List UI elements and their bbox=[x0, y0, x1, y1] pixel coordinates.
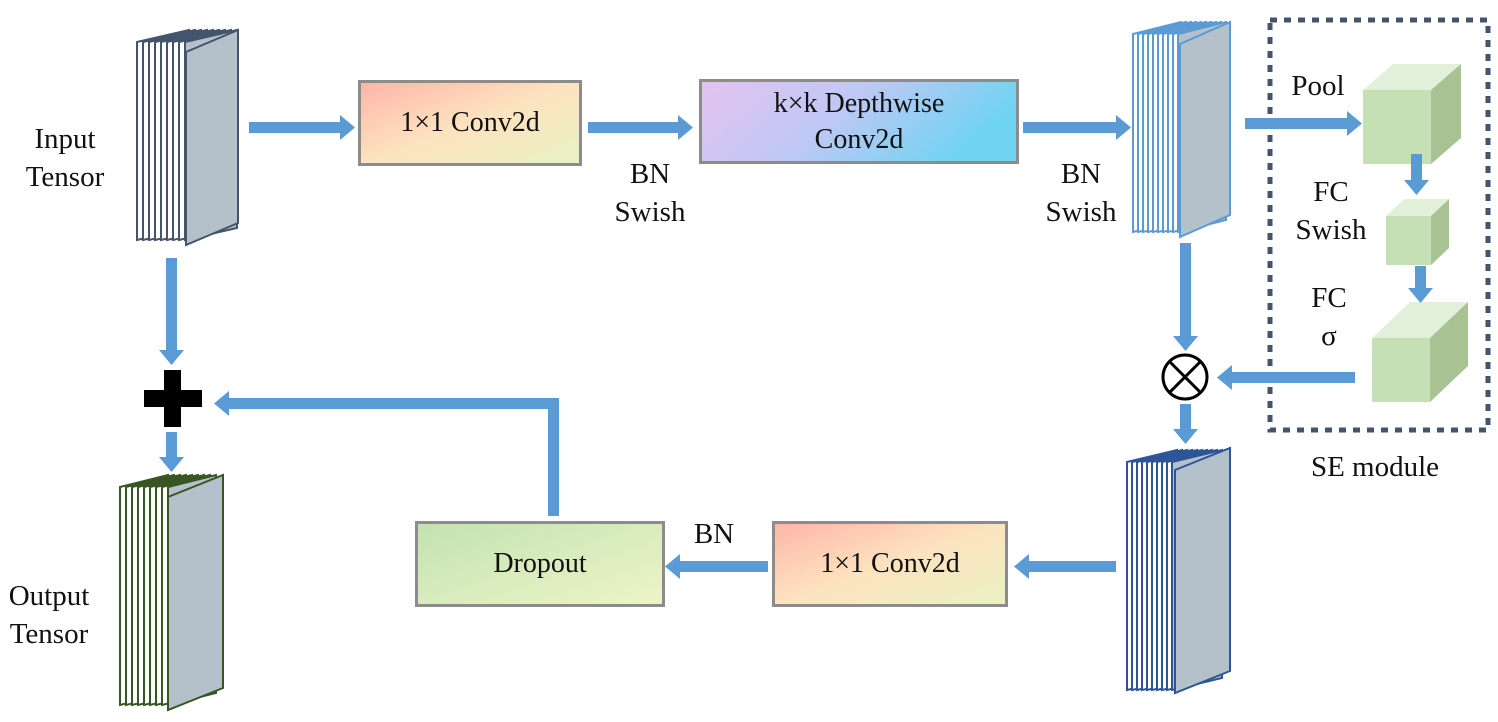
arrow-tensor-to-pool bbox=[1245, 111, 1362, 136]
output-tensor-label-line2: Tensor bbox=[9, 618, 89, 650]
multiply-circle-icon bbox=[1161, 353, 1209, 401]
output-tensor-label: Output Tensor bbox=[0, 577, 98, 653]
bn-swish-2-line2: Swish bbox=[1045, 196, 1117, 228]
se-module-border bbox=[1267, 17, 1491, 433]
depthwise-label-line1: k×k Depthwise bbox=[773, 87, 945, 119]
bn-swish-2-line1: BN bbox=[1060, 158, 1102, 190]
bn-swish-label-1: BN Swish bbox=[595, 155, 705, 231]
arrow-tensor-to-multiply bbox=[1173, 243, 1198, 351]
bn-label-3: BN bbox=[693, 518, 735, 550]
fc-swish-line2: Swish bbox=[1295, 214, 1367, 246]
arrow-tensor-to-project bbox=[1014, 554, 1116, 579]
conv1x1-project-bg bbox=[772, 521, 1008, 607]
tensor-block-face bbox=[185, 28, 239, 247]
expanded-tensor-stack bbox=[1132, 20, 1231, 239]
input-tensor-stack bbox=[136, 28, 239, 247]
input-tensor-label-line2: Tensor bbox=[25, 161, 105, 193]
output-tensor-stack bbox=[119, 473, 224, 712]
arrow-input-to-conv bbox=[249, 115, 355, 140]
fc-swish-label: FC Swish bbox=[1276, 173, 1386, 249]
output-tensor-label-line1: Output bbox=[8, 580, 90, 612]
fc-swish-line1: FC bbox=[1313, 176, 1349, 208]
bn-swish-1-line1: BN bbox=[629, 158, 671, 190]
conv1x1-project-label: 1×1 Conv2d bbox=[820, 548, 960, 579]
arrow-depthwise-to-tensor bbox=[1023, 115, 1131, 140]
depthwise-conv-box: k×k Depthwise Conv2d bbox=[699, 79, 1019, 164]
arrows bbox=[159, 111, 1433, 579]
pool-label: Pool bbox=[1291, 70, 1345, 102]
add-plus-icon bbox=[144, 370, 202, 427]
conv1x1-expand-bg bbox=[358, 80, 582, 166]
tensor-block-face bbox=[1174, 446, 1231, 695]
se-fc-sigma-bar bbox=[1372, 302, 1468, 402]
dropout-label: Dropout bbox=[493, 548, 587, 579]
input-tensor-label: Input Tensor bbox=[10, 120, 120, 196]
depthwise-label-line2: Conv2d bbox=[814, 123, 904, 155]
fc-sigma-label: FC σ bbox=[1292, 279, 1366, 355]
arrow-pool-to-fc1 bbox=[1404, 154, 1429, 195]
tensor-block-face bbox=[1179, 20, 1231, 239]
se-fc-swish-bar bbox=[1386, 199, 1449, 265]
bn-swish-1-line2: Swish bbox=[614, 196, 686, 228]
se-pool-bar bbox=[1363, 64, 1461, 164]
conv1x1-project-box: 1×1 Conv2d bbox=[772, 521, 1008, 607]
arrow-fc1-to-fc2 bbox=[1408, 266, 1433, 303]
scaled-tensor-stack bbox=[1126, 446, 1231, 695]
dropout-bg bbox=[415, 521, 665, 607]
conv1x1-expand-label: 1×1 Conv2d bbox=[400, 107, 540, 138]
dropout-box: Dropout bbox=[415, 521, 665, 607]
arrow-multiply-to-tensor bbox=[1173, 404, 1198, 444]
arrow-input-to-add bbox=[159, 258, 184, 365]
arrow-conv-to-depthwise bbox=[588, 115, 693, 140]
se-module-label: SE module bbox=[1310, 451, 1440, 483]
tensor-block-face bbox=[167, 473, 224, 712]
fc-sigma-line2: σ bbox=[1321, 320, 1337, 352]
arrow-fc2-to-multiply bbox=[1217, 365, 1355, 390]
conv1x1-expand-box: 1×1 Conv2d bbox=[358, 80, 582, 166]
arrow-project-to-dropout bbox=[665, 554, 768, 579]
arrow-dropout-to-add bbox=[214, 391, 559, 516]
depthwise-bg bbox=[699, 79, 1019, 164]
input-tensor-label-line1: Input bbox=[34, 123, 96, 155]
fc-sigma-line1: FC bbox=[1311, 282, 1347, 314]
arrow-add-to-output bbox=[159, 432, 184, 472]
bn-swish-label-2: BN Swish bbox=[1026, 155, 1136, 231]
